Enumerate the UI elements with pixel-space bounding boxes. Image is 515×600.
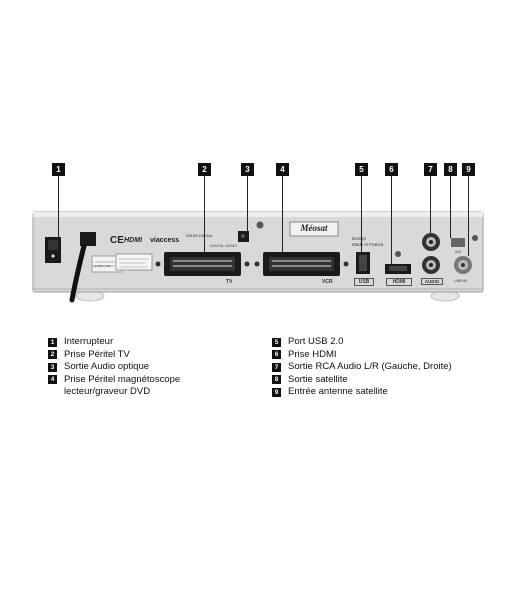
legend-text: Sortie satellite (288, 373, 348, 385)
power-cable (69, 243, 87, 303)
power-plug (80, 232, 96, 246)
meosat-logo: Méosat (300, 223, 328, 233)
cert-sticker (115, 253, 153, 271)
legend-number: 5 (272, 337, 281, 347)
legend-item: 2 Prise Péritel TV (48, 349, 243, 362)
leader-line-2 (204, 175, 205, 252)
legend-number: 2 (48, 350, 57, 359)
legend-text: Prise Péritel magnétoscope lecteur/grave… (64, 373, 181, 398)
leader-line-6 (391, 175, 392, 264)
legend-item: 9 Entrée antenne satellite (272, 386, 497, 399)
legend-left-column: 1 Interrupteur 2 Prise Péritel TV 3 Sort… (48, 336, 243, 399)
legend-item: 1 Interrupteur (48, 336, 243, 349)
optical-label: DIGITAL AUDIO (210, 244, 238, 248)
callout-8: 8 (444, 163, 457, 176)
legend-text: Prise HDMI (288, 348, 337, 360)
legend-text: Entrée antenne satellite (288, 386, 388, 397)
legend-item: 7 Sortie RCA Audio L/R (Gauche, Droite) (272, 361, 497, 374)
legend-number: 8 (272, 375, 281, 384)
lnb-port-label: LNB IN (454, 278, 467, 283)
sat-port-label: SAT (455, 250, 462, 254)
viaccess-logo: viaccess (150, 237, 180, 244)
legend-text: Port USB 2.0 (288, 336, 344, 347)
leader-line-9 (468, 175, 469, 256)
callout-6: 6 (385, 163, 398, 176)
legend-text: Sortie Audio optique (64, 361, 150, 372)
legend-text: Interrupteur (64, 336, 114, 347)
leader-line-5 (361, 175, 362, 252)
chassis-top-edge (33, 212, 483, 217)
legend-number: 7 (272, 362, 281, 372)
legend-item: 6 Prise HDMI (272, 349, 497, 362)
legend-text: Prise Péritel TV (64, 348, 130, 360)
hdmi-logo: HDMI (124, 237, 142, 244)
design-text: Design (352, 236, 367, 241)
tv-port-label: TV (226, 279, 233, 285)
leader-line-4 (282, 175, 283, 252)
callout-3: 3 (241, 163, 254, 176)
screw-top (256, 221, 264, 229)
legend-item: 5 Port USB 2.0 (272, 336, 497, 349)
leader-line-7 (430, 175, 431, 233)
legend-item: 4 Prise Péritel magnétoscope lecteur/gra… (48, 374, 243, 399)
callout-5: 5 (355, 163, 368, 176)
audio-port-label: AUDIO (421, 278, 443, 285)
power-rating-label: 12V DC 1.5A (93, 264, 111, 268)
legend-right-column: 5 Port USB 2.0 6 Prise HDMI 7 Sortie RCA… (272, 336, 497, 399)
callout-2: 2 (198, 163, 211, 176)
hdmi-port-label: HDMI (386, 278, 412, 286)
vcr-port-label: VCR (322, 279, 333, 285)
legend-number: 4 (48, 375, 57, 384)
leader-line-8 (450, 175, 451, 238)
legend-text: Sortie RCA Audio L/R (Gauche, Droite) (288, 361, 452, 372)
leader-line-1 (58, 175, 59, 237)
legend-number: 6 (272, 350, 281, 359)
callout-4: 4 (276, 163, 289, 176)
legend-number: 9 (272, 387, 281, 397)
sat-out-port (451, 238, 465, 247)
legend-item: 3 Sortie Audio optique (48, 361, 243, 374)
callout-7: 7 (424, 163, 437, 176)
legend-number: 3 (48, 362, 57, 372)
made-in-text: Made in France (352, 242, 384, 247)
callout-9: 9 (462, 163, 475, 176)
leader-line-3 (247, 175, 248, 231)
legend-item: 8 Sortie satellite (272, 374, 497, 387)
usb-port-label: USB (354, 278, 374, 286)
legend-number: 1 (48, 337, 57, 347)
callout-1: 1 (52, 163, 65, 176)
meosat-logo-plate (289, 221, 339, 237)
dolby-logo: DOLBY DIGITAL (186, 234, 213, 238)
ce-mark: CE (110, 235, 124, 246)
